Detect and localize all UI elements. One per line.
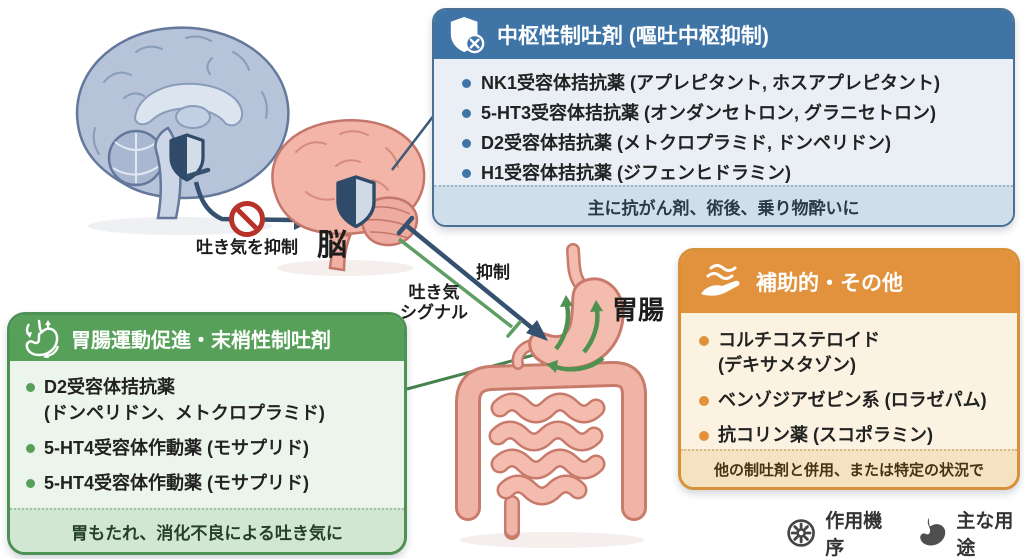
- bullet-icon: [26, 479, 35, 488]
- bullet-icon: [462, 169, 471, 178]
- label-gi-tract: 胃腸: [612, 295, 665, 325]
- bullet-icon: [462, 109, 471, 118]
- list-item: 抗コリン薬 (スコポラミン): [699, 423, 1009, 448]
- hand-care-icon: [701, 264, 740, 296]
- drug-item-text: NK1受容体拮抗薬 (アプレピタント, ホスアプレピタント): [481, 73, 940, 93]
- drug-item-text: コルチコステロイド (デキサメタゾン): [718, 330, 880, 375]
- bullet-icon: [26, 383, 35, 392]
- list-item: 5-HT3受容体拮抗薬 (オンダンセトロン, グラニセトロン): [462, 98, 1001, 128]
- stomach-motility-icon: [25, 319, 60, 358]
- drug-item-text: 抗コリン薬 (スコポラミン): [718, 425, 933, 445]
- bullet-icon: [699, 431, 709, 441]
- label-inhibit: 抑制: [476, 263, 510, 282]
- list-item: 5-HT4受容体作動薬 (モサプリド): [26, 470, 396, 496]
- bullet-icon: [462, 139, 471, 148]
- brain-shadow: [88, 217, 272, 235]
- large-brain-illustration: [75, 26, 290, 220]
- legend-usage: 主な用途: [919, 506, 1024, 559]
- drug-item-text: ベンゾジアゼピン系 (ロラゼパム): [718, 390, 987, 410]
- panel-header: 中枢性制吐剤 (嘔吐中枢抑制): [434, 10, 1013, 59]
- peripheral-antiemetics-panel: 胃腸運動促進・末梢性制吐剤 D2受容体拮抗薬 (ドンペリドン、メトクロプラミド)…: [7, 312, 407, 555]
- intestine-shadow: [460, 532, 644, 548]
- small-brain-illustration: [271, 119, 426, 272]
- legend-mechanism-label: 作用機序: [825, 511, 883, 559]
- label-nausea-signal: 吐き気 シグナル: [400, 283, 468, 322]
- gear-icon: [787, 519, 815, 547]
- adjunct-antiemetics-panel: 補助的・その他 コルチコステロイド (デキサメタゾン) ベンゾジアゼピン系 (ロ…: [678, 248, 1020, 490]
- label-brain: 脳: [317, 229, 347, 262]
- shield-block-icon: [450, 16, 485, 53]
- panel-header: 補助的・その他: [681, 251, 1017, 313]
- panel-usage-note: 他の制吐剤と併用、または特定の状況で: [681, 449, 1017, 487]
- drug-list: コルチコステロイド (デキサメタゾン) ベンゾジアゼピン系 (ロラゼパム) 抗コ…: [681, 313, 1017, 448]
- stomach-icon: [920, 517, 946, 546]
- nausea-signal-line: [397, 237, 522, 338]
- drug-item-text: H1受容体拮抗薬 (ジフェンヒドラミン): [481, 163, 791, 183]
- drug-item-text: 5-HT4受容体作動薬 (モサプリド): [44, 473, 309, 493]
- bullet-icon: [699, 336, 709, 346]
- list-item: 5-HT4受容体作動薬 (モサプリド): [26, 435, 396, 461]
- bullet-icon: [26, 444, 35, 453]
- drug-item-text: 5-HT4受容体作動薬 (モサプリド): [44, 438, 309, 458]
- legend-usage-label: 主な用途: [956, 511, 1014, 559]
- central-antiemetics-panel: 中枢性制吐剤 (嘔吐中枢抑制) NK1受容体拮抗薬 (アプレピタント, ホスアプ…: [432, 8, 1015, 227]
- motility-arrows-icon: [546, 295, 605, 373]
- prohibition-icon: [229, 201, 265, 237]
- drug-list: D2受容体拮抗薬 (ドンペリドン、メトクロプラミド) 5-HT4受容体作動薬 (…: [10, 361, 404, 496]
- bullet-icon: [462, 79, 471, 88]
- list-item: コルチコステロイド (デキサメタゾン): [699, 328, 1009, 378]
- label-suppress-nausea: 吐き気を抑制: [196, 238, 298, 257]
- legend-mechanism: 作用機序: [786, 506, 893, 559]
- panel-usage-note: 胃もたれ、消化不良による吐き気に: [10, 508, 404, 552]
- list-item: NK1受容体拮抗薬 (アプレピタント, ホスアプレピタント): [462, 68, 1001, 98]
- drug-item-text: D2受容体拮抗薬 (メトクロプラミド, ドンペリドン): [481, 133, 891, 153]
- drug-item-text: D2受容体拮抗薬 (ドンペリドン、メトクロプラミド): [44, 377, 325, 423]
- brain-inhibit-arrow: [396, 215, 548, 341]
- stomach-illustration: [511, 243, 625, 373]
- panel-title: 中枢性制吐剤 (嘔吐中枢抑制): [497, 24, 769, 48]
- list-item: ベンゾジアゼピン系 (ロラゼパム): [699, 388, 1009, 413]
- intestines-illustration: [455, 361, 647, 540]
- drug-item-text: 5-HT3受容体拮抗薬 (オンダンセトロン, グラニセトロン): [481, 103, 936, 123]
- shield-icon: [169, 133, 205, 182]
- bullet-icon: [699, 396, 709, 406]
- brain-to-panel-connector: [391, 109, 439, 171]
- list-item: H1受容体拮抗薬 (ジフェンヒドラミン): [462, 158, 1001, 188]
- shield-icon: [336, 175, 376, 229]
- panel-header: 胃腸運動促進・末梢性制吐剤: [10, 315, 404, 361]
- panel-usage-note: 主に抗がん剤、術後、乗り物酔いに: [434, 185, 1013, 225]
- list-item: D2受容体拮抗薬 (メトクロプラミド, ドンペリドン): [462, 128, 1001, 158]
- panel-title: 胃腸運動促進・末梢性制吐剤: [71, 329, 331, 352]
- drug-list: NK1受容体拮抗薬 (アプレピタント, ホスアプレピタント) 5-HT3受容体拮…: [434, 59, 1013, 188]
- panel-title: 補助的・その他: [756, 272, 903, 295]
- list-item: D2受容体拮抗薬 (ドンペリドン、メトクロプラミド): [26, 374, 396, 426]
- legend: 作用機序 主な用途: [786, 506, 1024, 559]
